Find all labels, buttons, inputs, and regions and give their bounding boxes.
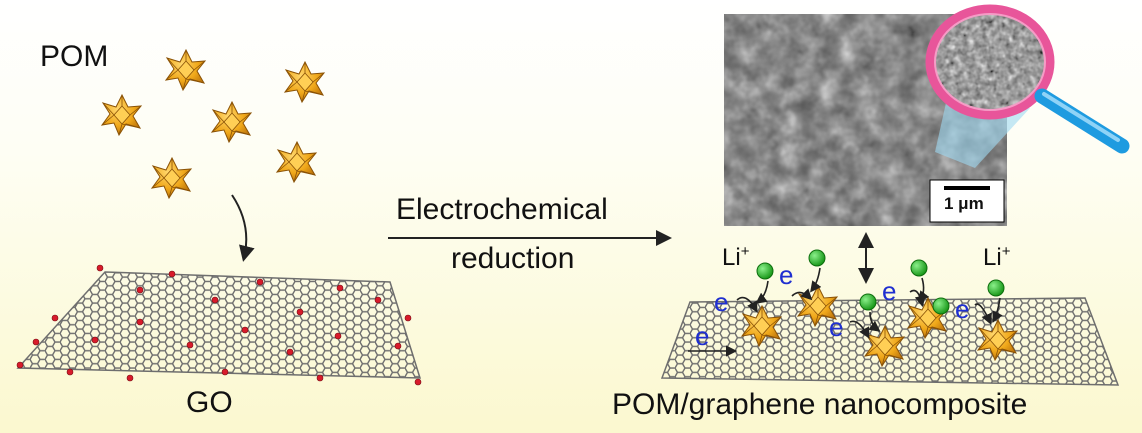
electron-label: e (829, 312, 843, 342)
process-label-line1: Electrochemical (396, 193, 608, 226)
lithium-ion (756, 262, 774, 280)
go-sheet (16, 264, 422, 386)
pom-cluster (276, 141, 317, 183)
li-ion-label-left: Li+ (722, 243, 749, 272)
electron-label: e (882, 276, 896, 306)
pom-cluster (101, 94, 142, 136)
lithium-ion (932, 297, 950, 315)
lithium-ion (859, 293, 877, 311)
pom-cluster (211, 101, 252, 143)
electron-label: e (714, 287, 728, 317)
lithium-ion (987, 279, 1005, 297)
down-arrow (231, 194, 255, 262)
product-label: POM/graphene nanocomposite (612, 388, 1028, 421)
ion-charge: + (1001, 243, 1011, 260)
magnifier-icon (925, 4, 1130, 168)
ion-symbol: Li (722, 244, 741, 271)
go-label: GO (186, 386, 233, 419)
pom-clusters-group (101, 49, 325, 199)
electron-label: e (955, 294, 969, 324)
electron-label: e (779, 260, 793, 290)
pom-cluster (151, 157, 192, 199)
ion-charge: + (740, 243, 750, 260)
transfer-arrows (688, 267, 1003, 357)
lithium-ion (808, 249, 826, 267)
lithium-ions (756, 249, 1005, 315)
li-ion-label-right: Li+ (983, 243, 1010, 272)
ion-symbol: Li (983, 244, 1002, 271)
oxygen-groups (16, 264, 422, 386)
pom-label: POM (40, 40, 109, 73)
pom-cluster (284, 61, 325, 103)
pom-cluster (165, 49, 206, 91)
process-label-line2: reduction (451, 242, 575, 275)
scale-bar-label: 1 μm (944, 194, 984, 213)
lithium-ion (910, 259, 928, 277)
electron-label: e (695, 321, 709, 351)
electron-labels: e e e e e e (695, 260, 969, 351)
